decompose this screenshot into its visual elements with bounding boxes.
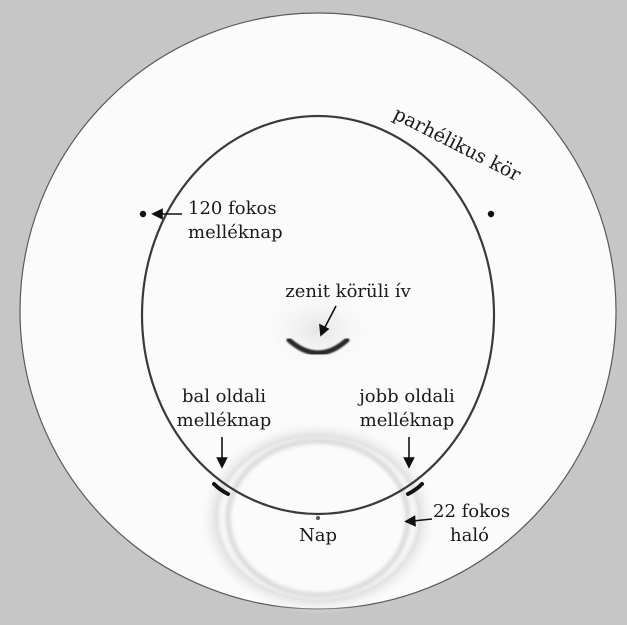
circumzenithal-arc-label: zenit körüli ív [285, 281, 411, 302]
right-parhelion-label-line2: melléknap [360, 410, 455, 431]
parhelion-120-label-line1: 120 fokos [188, 198, 277, 219]
right-parhelion-label-line1: jobb oldali [357, 386, 455, 407]
halo-22-label-line1: 22 fokos [433, 501, 510, 522]
halo-22-label-line2: haló [450, 525, 489, 546]
left-parhelion-label-line1: bal oldali [182, 386, 266, 407]
sun-dot [316, 516, 320, 520]
parhelion-120-right [488, 211, 494, 217]
parhelion-120-left [140, 211, 146, 217]
sun-label: Nap [299, 525, 337, 546]
left-parhelion-label-line2: melléknap [177, 410, 272, 431]
parhelion-120-label-line2: melléknap [188, 222, 283, 243]
